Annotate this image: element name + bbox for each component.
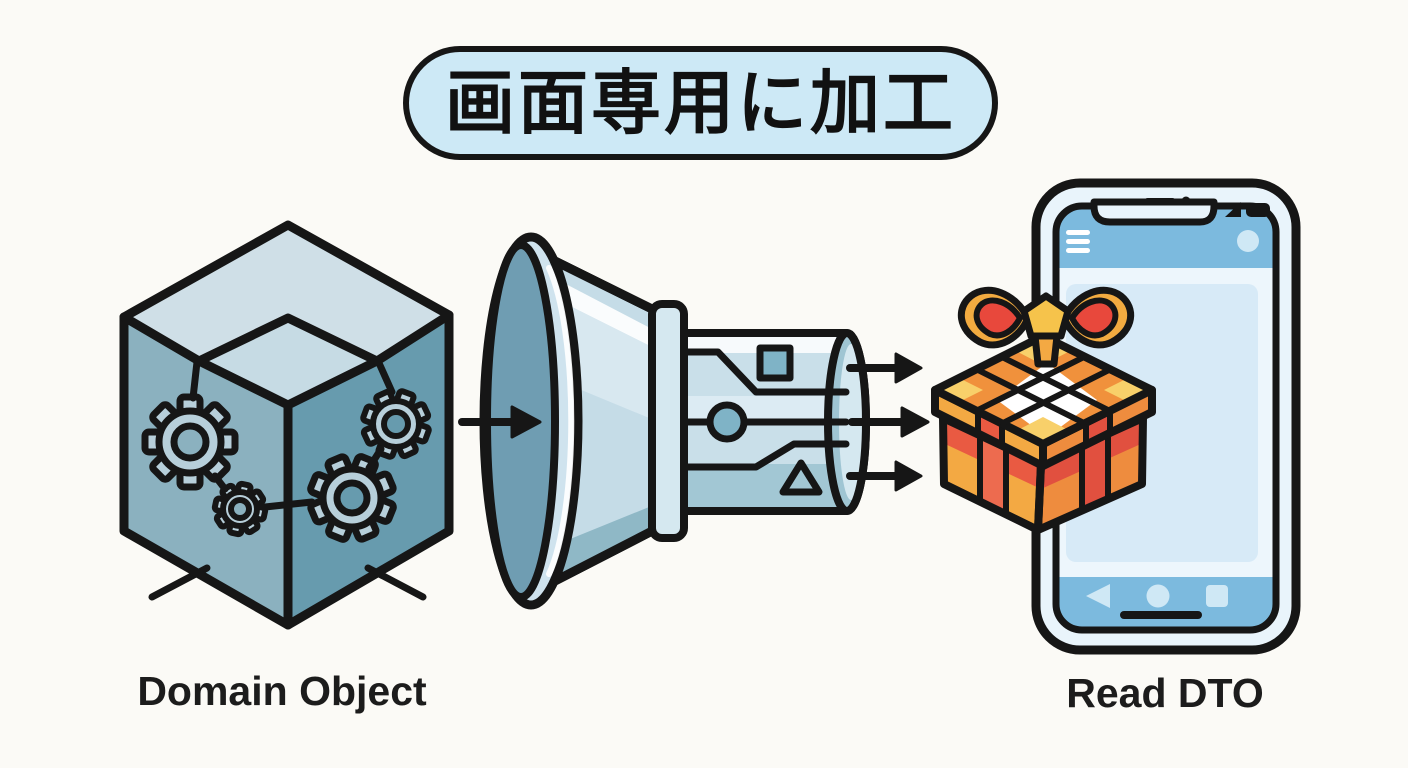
back-triangle-icon[interactable] <box>1086 584 1110 608</box>
flow-arrow-icon <box>458 405 542 439</box>
circuit-triangle-icon <box>779 459 823 496</box>
speaker-icon <box>1144 198 1176 205</box>
home-circle-icon[interactable] <box>1146 584 1170 608</box>
recents-square-icon[interactable] <box>1206 585 1228 607</box>
funnel-icon <box>479 232 870 610</box>
gear-icon <box>309 455 394 540</box>
notch <box>1090 198 1218 226</box>
output-arrow-icon <box>846 460 923 492</box>
gear-connector-lines <box>148 358 427 601</box>
cube-wireframe <box>119 220 454 630</box>
domain-object-cube-icon <box>119 220 454 630</box>
gear-icon <box>145 397 235 487</box>
bow-icon <box>957 286 1135 368</box>
target-label: Read DTO <box>1066 670 1264 716</box>
circuit-square-icon <box>756 344 794 382</box>
battery-icon <box>1246 203 1270 217</box>
home-indicator <box>1120 611 1202 619</box>
title-text: 画面専用に加工 <box>445 64 956 142</box>
funnel-collar <box>648 300 688 542</box>
hamburger-menu-icon[interactable] <box>1066 230 1090 253</box>
gear-icon <box>362 390 429 457</box>
avatar-icon[interactable] <box>1237 230 1259 252</box>
source-label: Domain Object <box>137 668 427 714</box>
output-arrow-icon <box>846 352 923 384</box>
title-banner: 画面専用に加工 <box>403 46 998 160</box>
gift-box-icon <box>931 286 1156 534</box>
funnel-cone <box>548 255 659 587</box>
output-arrow-icon <box>848 406 930 438</box>
circuit-traces <box>681 344 850 496</box>
camera-icon <box>1181 196 1191 206</box>
cube-top-face <box>124 225 449 361</box>
circuit-circle-icon <box>706 401 748 443</box>
signal-icon <box>1225 202 1241 217</box>
gear-icon <box>214 483 265 534</box>
gift-lid-top <box>931 332 1156 448</box>
